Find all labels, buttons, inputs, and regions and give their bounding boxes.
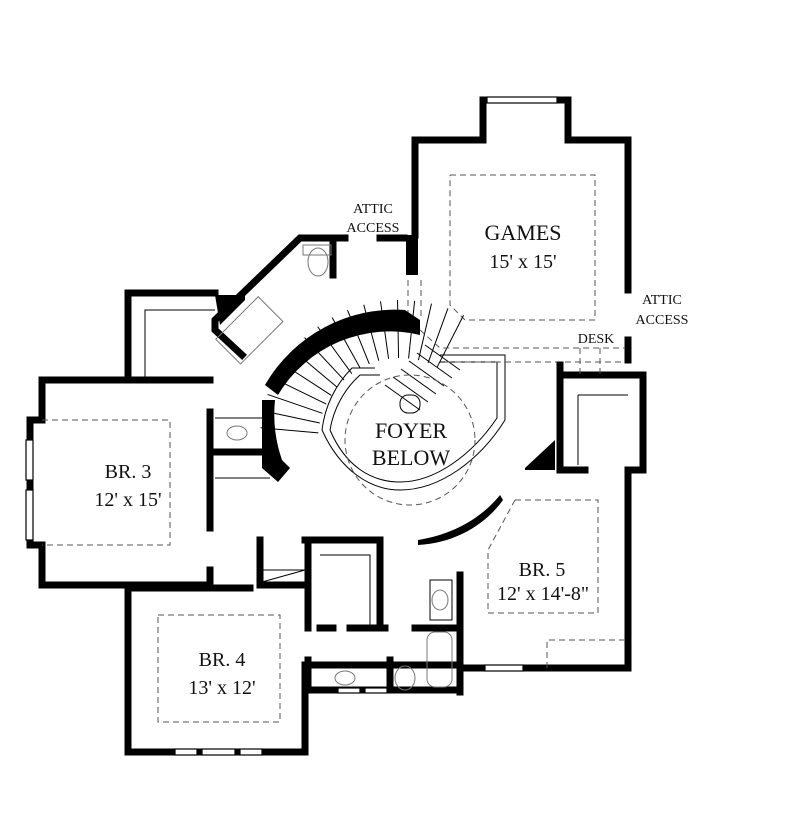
room-size-games: 15' x 15' [489,251,556,273]
br5-walls [418,348,647,672]
stair-tread [400,368,437,395]
window [25,439,34,481]
curved-staircase [260,300,625,506]
room-size-br4: 13' x 12' [188,677,255,699]
stair-tread [273,378,327,405]
room-name-foyer: FOYER [375,418,447,443]
br3-outline [42,419,171,546]
toilet [307,247,329,277]
window [239,748,263,756]
stair-tread [408,300,416,359]
br5-outline [487,499,599,614]
bathtub [215,296,284,365]
stair-tread [347,310,370,365]
window [174,748,198,756]
window [364,687,388,694]
sink [226,425,248,441]
stair-tread [317,326,353,374]
attic-access-label: ACCESS [636,313,689,328]
stair-tread [397,300,400,359]
games-room-walls [406,96,632,364]
room-name-br4: BR. 4 [199,649,246,671]
stair-tread [380,301,390,359]
window [25,489,34,541]
attic-access-label: ATTIC [353,202,393,217]
stair-tread [416,352,453,379]
room-name-br5: BR. 5 [519,559,566,581]
window [484,664,524,672]
stair-tread [260,427,319,434]
stair-tread [331,317,361,369]
hall-bath-walls [211,234,408,365]
stair-tread [282,363,332,396]
window [337,687,361,694]
attic-access-label: ACCESS [347,221,400,236]
window [486,96,558,104]
attic-access-label: ATTIC [642,293,682,308]
room-note-foyer: BELOW [372,445,450,470]
stair-tread [424,344,461,371]
room-name-br3: BR. 3 [105,461,152,483]
sink [431,589,449,611]
stair-tread [436,315,465,368]
stair-tread [262,410,320,424]
stair-tread [304,337,345,381]
games-room-outline [449,174,596,321]
bathtub [426,631,453,688]
room-name-games: GAMES [484,220,561,245]
stair-tread [267,393,323,414]
room-size-br3: 12' x 15' [94,489,161,511]
toilet [394,665,416,691]
br4-outline [157,614,281,723]
br4-walls [124,536,464,756]
desk-label: DESK [578,332,615,347]
sink [334,670,356,686]
stair-tread [363,304,380,361]
room-size-br5: 12' x 14'-8" [497,583,589,605]
window [201,748,236,756]
br3-walls [25,289,274,589]
foyer-opening [344,374,476,506]
stair-tread [292,349,338,388]
stair-tread [427,308,449,364]
stair-tread [417,303,432,361]
stair-tread [392,376,429,403]
